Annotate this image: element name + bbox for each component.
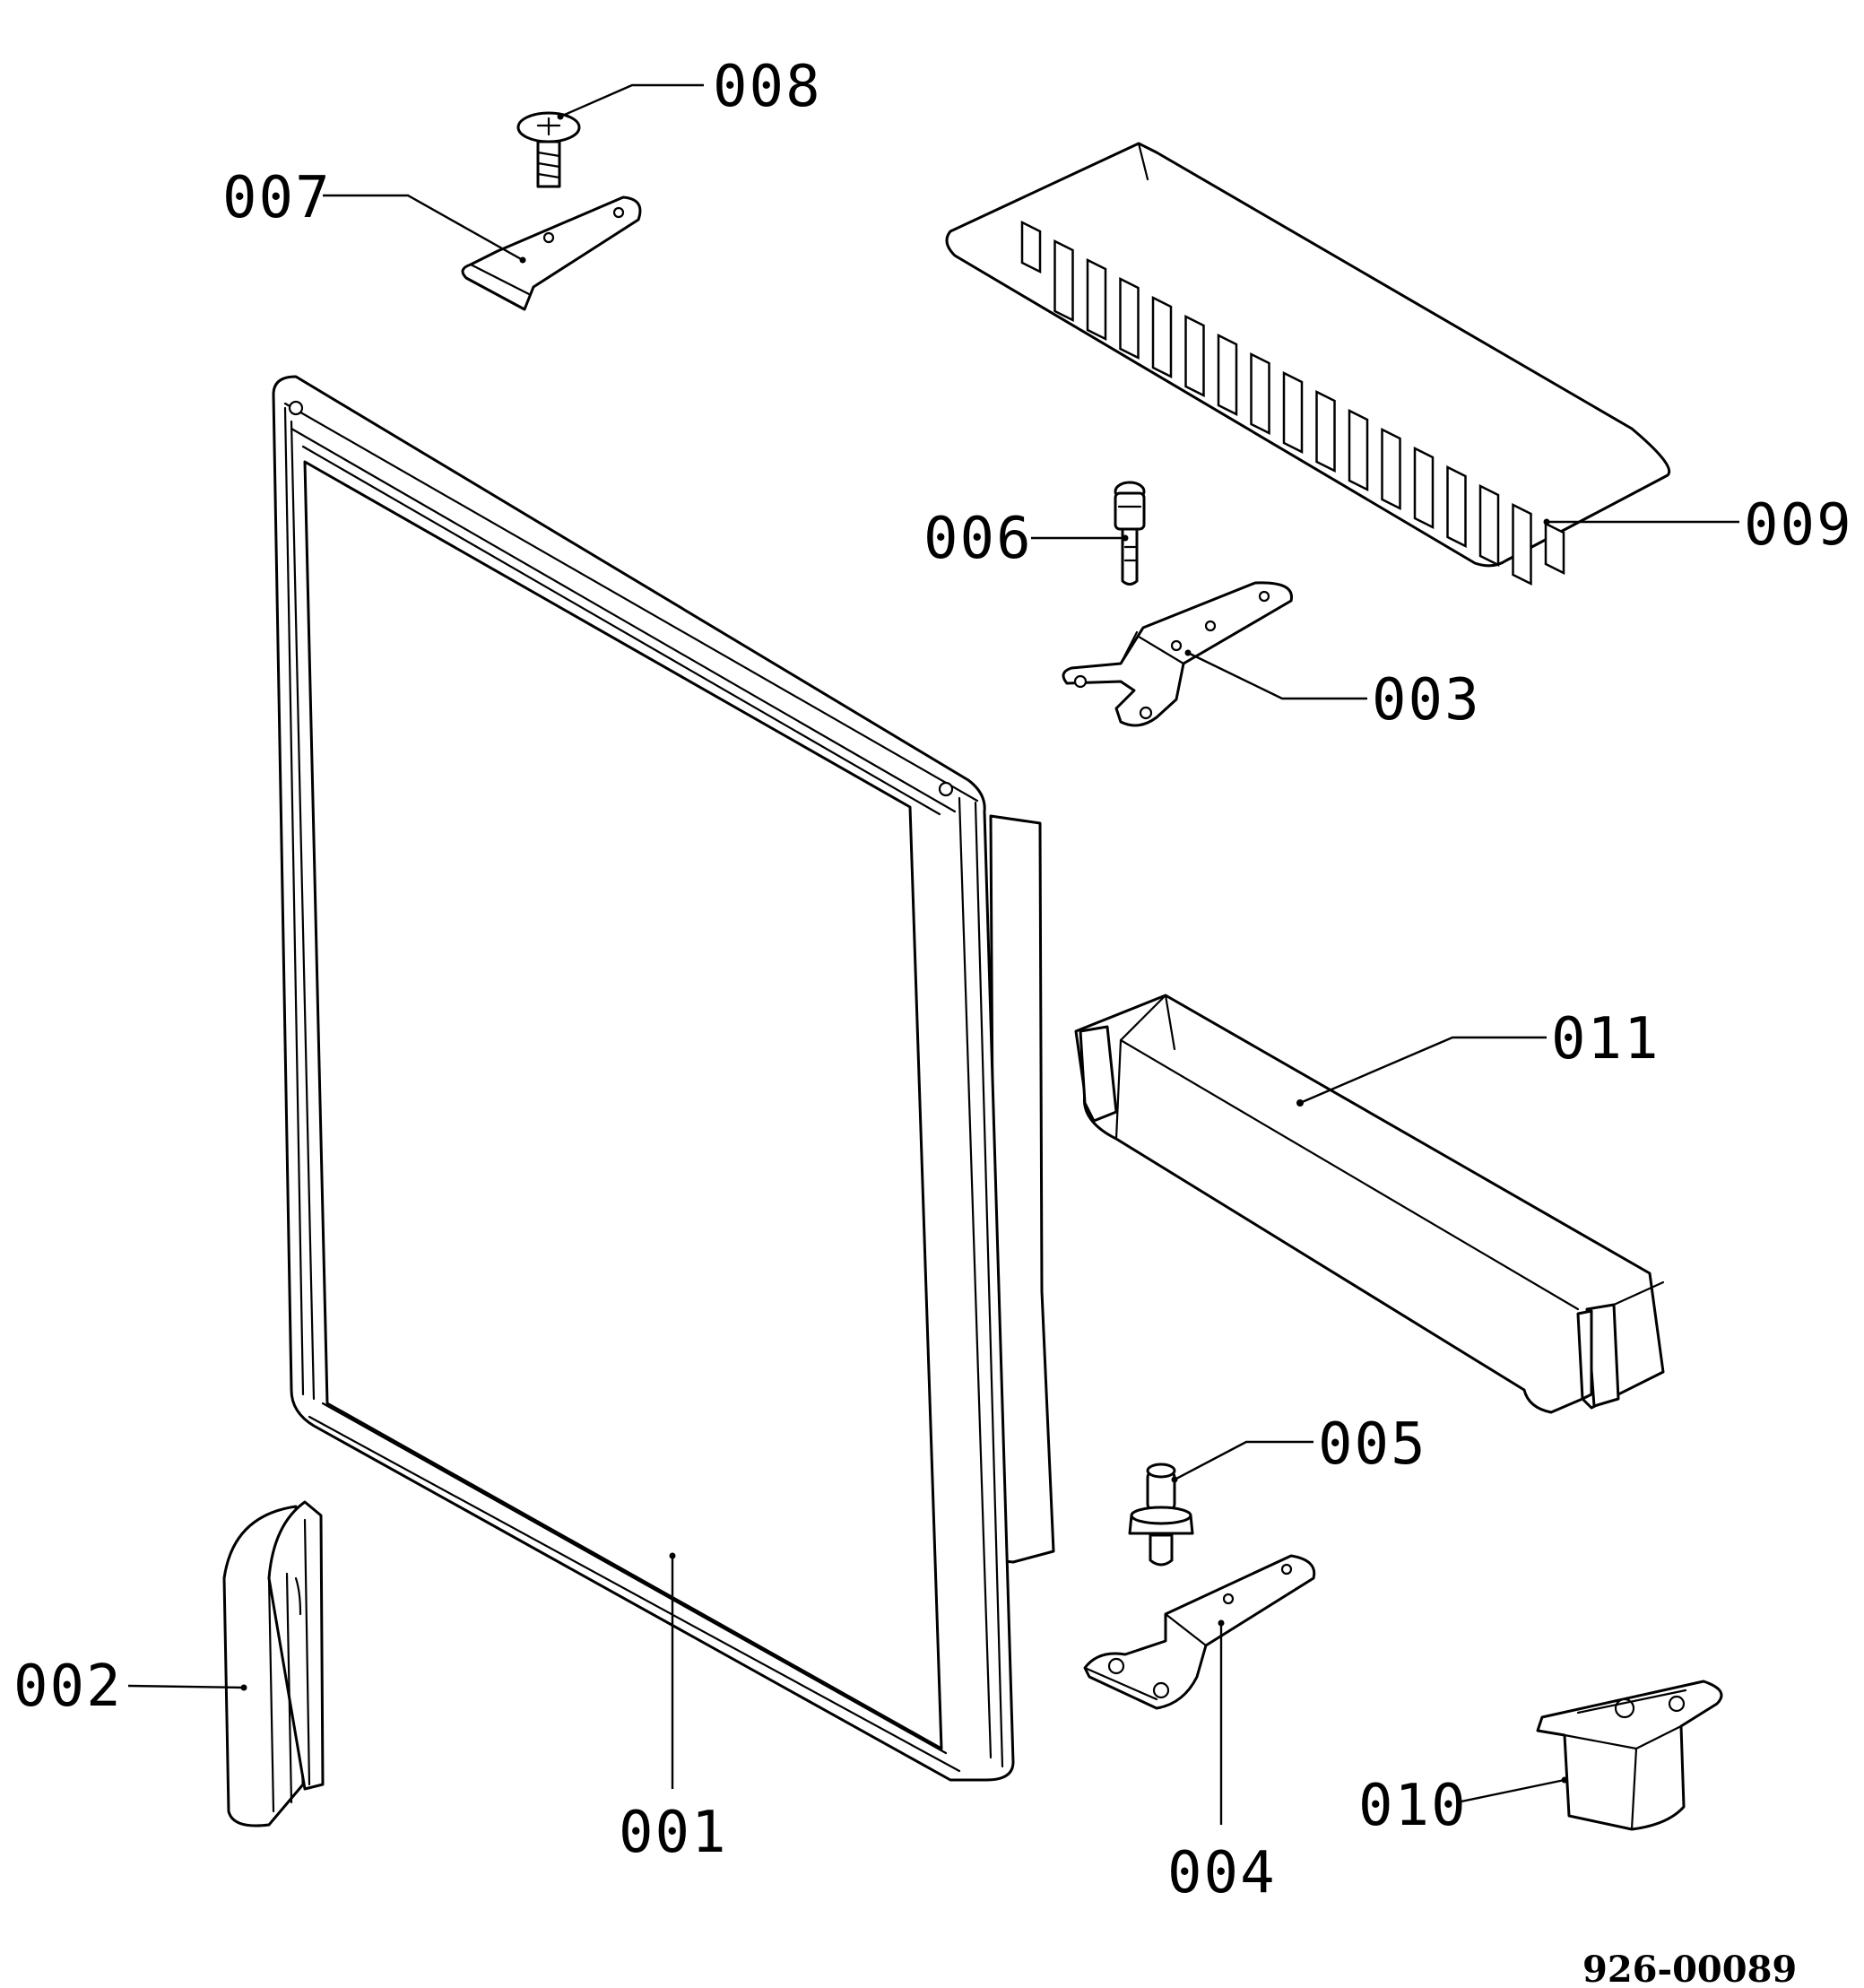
callout-001: 001 (619, 1800, 728, 1866)
vent-slot (1413, 446, 1435, 530)
part-002-hinge-cover (222, 1500, 325, 1827)
vent-slot (1119, 276, 1140, 360)
vent-slots (1020, 220, 1565, 586)
callout-007: 007 (222, 165, 332, 231)
drawing-number: 926-00089 (1582, 1949, 1797, 1988)
callout-009: 009 (1744, 492, 1853, 559)
callout-010: 010 (1358, 1773, 1468, 1839)
part-008-screw (516, 111, 581, 188)
vent-slot (1348, 408, 1369, 492)
leader-lines (127, 83, 1739, 1825)
part-011-door-shelf (1074, 994, 1665, 1414)
part-001-door (272, 375, 1055, 1782)
vent-slot (1086, 257, 1107, 342)
vent-slot (1544, 521, 1565, 576)
callout-004: 004 (1167, 1840, 1277, 1906)
part-003-upper-hinge (1062, 581, 1293, 727)
vent-slot (1053, 239, 1074, 323)
vent-slot (1151, 295, 1173, 379)
part-007-bracket (461, 195, 642, 311)
part-005-hinge-pin (1128, 1463, 1194, 1567)
vent-slot (1315, 389, 1336, 473)
vent-slot (1446, 464, 1467, 549)
part-006-hinge-pin (1114, 481, 1146, 586)
vent-slot (1020, 220, 1042, 274)
callout-005: 005 (1318, 1411, 1427, 1478)
callout-011: 011 (1551, 1006, 1660, 1072)
vent-slot (1381, 427, 1401, 511)
vent-slot (1184, 314, 1205, 398)
callout-labels: 001 002 003 004 005 006 007 008 009 010 … (13, 54, 1853, 1906)
callout-006: 006 (923, 506, 1033, 572)
part-004-lower-hinge (1083, 1554, 1316, 1710)
vent-slot (1478, 483, 1500, 568)
callout-008: 008 (713, 54, 822, 120)
callout-003: 003 (1372, 667, 1481, 734)
vent-slot (1282, 370, 1304, 455)
part-009-vent-grille (945, 142, 1670, 586)
callout-002: 002 (13, 1654, 123, 1720)
vent-slot (1512, 502, 1532, 586)
vent-slot (1217, 333, 1238, 417)
vent-slot (1250, 352, 1270, 436)
part-010-holder (1536, 1680, 1723, 1831)
